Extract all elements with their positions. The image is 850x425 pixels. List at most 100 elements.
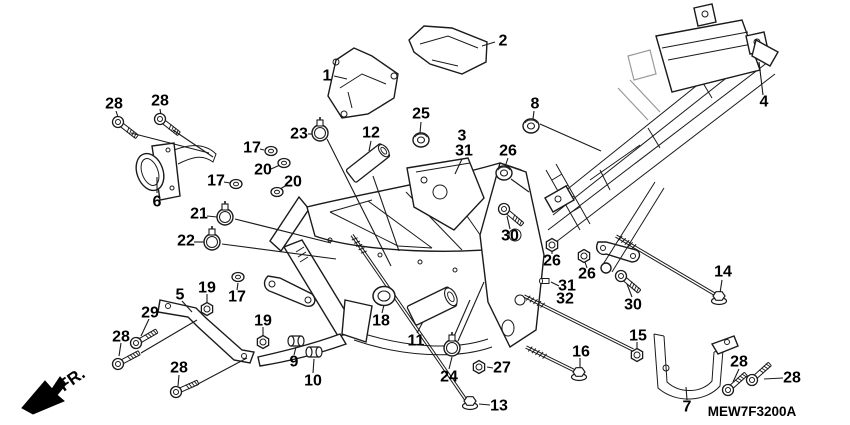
leader-line (140, 318, 150, 337)
leader-line (197, 357, 248, 385)
leader-line (234, 218, 332, 244)
leader-line (368, 140, 372, 152)
part-callout-13: 13 (490, 398, 508, 415)
leader-line (732, 368, 740, 383)
nut-15-icon (630, 347, 644, 363)
leader-line (333, 75, 348, 80)
nut-27-icon (472, 359, 486, 375)
part-callout-14: 14 (714, 264, 732, 281)
grommet-8-icon (522, 118, 540, 134)
part-callout-16: 16 (572, 344, 590, 361)
bushing-10-icon (305, 346, 323, 358)
stay-part5-drawing (157, 299, 255, 364)
bolt-28-icon (111, 350, 141, 371)
part-callout-20: 20 (254, 162, 272, 179)
part-callout-28: 28 (170, 360, 188, 377)
leader-line (172, 129, 214, 158)
part-callout-4: 4 (760, 94, 769, 111)
part-callout-24: 24 (440, 369, 458, 386)
leader-line (181, 300, 193, 313)
cylinder-12-icon (345, 143, 391, 183)
bolt-30-icon (614, 269, 642, 294)
washer-20-icon (270, 186, 284, 198)
grommet-26-icon (495, 165, 513, 181)
bolt-28-icon (169, 379, 200, 399)
leader-line (539, 123, 602, 152)
leader-line (259, 148, 265, 151)
bolt-28-icon (153, 112, 181, 136)
bolt-28-icon (745, 361, 772, 387)
long-bolt-shaft (523, 294, 634, 352)
leader-line (326, 138, 392, 267)
leader-line (457, 281, 485, 342)
leader-line (221, 243, 337, 260)
bolt-head-14-icon (710, 291, 728, 306)
part-callout-22: 22 (177, 233, 195, 250)
leader-line (312, 358, 315, 374)
guard-part7-drawing (653, 333, 739, 400)
part-callout-6: 6 (153, 194, 162, 211)
bolt-head-13-icon (461, 396, 479, 411)
long-bolt-shafts (350, 234, 717, 401)
long-bolt-shaft (350, 234, 468, 401)
leader-line (584, 261, 588, 269)
part-callout-25: 25 (412, 106, 430, 123)
clamp-21-icon (216, 201, 234, 226)
part-callout-28: 28 (151, 93, 169, 110)
bushing-9-icon (287, 335, 305, 347)
heat-guard-part1-drawing (327, 47, 399, 119)
nut-26-icon (577, 248, 591, 264)
part-callout-2: 2 (499, 33, 508, 50)
leader-line (454, 158, 463, 175)
bolt-29-icon (129, 328, 159, 350)
long-bolt-shaft (525, 345, 576, 373)
leader-line (177, 374, 180, 387)
part-callout-8: 8 (531, 96, 540, 113)
leader-line (140, 319, 198, 354)
clamp-24-icon (443, 332, 461, 357)
washer-17-icon (264, 145, 278, 157)
clamp-22-icon (203, 226, 221, 251)
rear-subframe-drawing (544, 3, 779, 243)
leader-line (206, 215, 218, 218)
long-bolt-shaft (615, 234, 717, 297)
diagram-code: MEW7F3200A (708, 404, 797, 419)
part-callout-18: 18 (372, 313, 390, 330)
part-callout-15: 15 (629, 328, 647, 345)
part-callout-17: 17 (228, 289, 246, 306)
leader-line (550, 281, 560, 287)
leader-line (719, 279, 723, 294)
leader-line (381, 304, 385, 314)
part-callout-29: 29 (141, 305, 159, 322)
part-callout-28: 28 (112, 329, 130, 346)
part-callout-19: 19 (198, 280, 216, 297)
nut-19-icon (256, 334, 270, 350)
leader-line (118, 342, 122, 357)
part-callout-28: 28 (783, 370, 801, 387)
leader-line (506, 215, 511, 230)
leader-line (223, 181, 231, 184)
cover-part2-drawing (408, 25, 488, 75)
leader-line (451, 299, 471, 342)
leader-line (763, 377, 784, 380)
grommet-25-icon (412, 132, 430, 148)
leader-lines (115, 41, 784, 406)
part-callout-30: 30 (624, 297, 642, 314)
part-callout-26: 26 (578, 266, 596, 283)
leader-line (236, 282, 239, 291)
link-arm-drawing (263, 275, 316, 308)
bolt-head-16-icon (570, 367, 588, 382)
leader-line (130, 132, 210, 154)
leader-line (372, 175, 400, 252)
nut-26-icon (545, 237, 559, 253)
leader-line (626, 283, 633, 298)
washer-17-icon (231, 271, 245, 283)
part-callout-21: 21 (190, 206, 208, 223)
bolt-28-icon (721, 371, 748, 397)
ghost-lines (617, 49, 661, 121)
washer-20-icon (277, 157, 291, 169)
part-callout-23: 23 (290, 126, 308, 143)
part-callout-20: 20 (284, 174, 302, 191)
part-callout-32: 32 (556, 291, 574, 308)
